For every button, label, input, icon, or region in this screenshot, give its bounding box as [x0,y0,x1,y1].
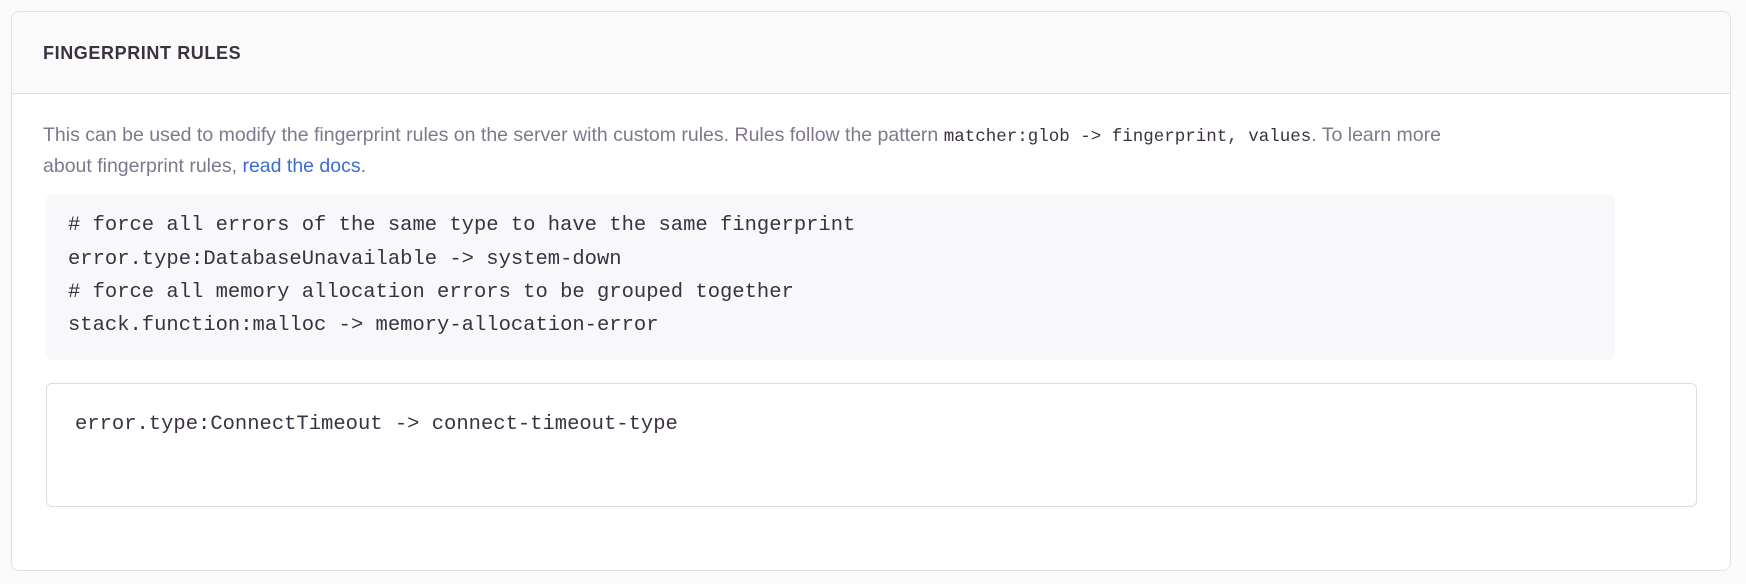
read-the-docs-link[interactable]: read the docs [242,155,361,178]
description-text: This can be used to modify the fingerpri… [43,120,1443,181]
rules-input-wrapper [46,383,1699,508]
inline-code-pattern: matcher:glob -> fingerprint, values [943,127,1312,147]
description-tail: . [360,155,367,178]
fingerprint-rules-textarea[interactable] [46,383,1697,508]
description-lead: This can be used to modify the fingerpri… [43,124,944,146]
example-code-text: # force all errors of the same type to h… [68,214,856,337]
panel-header: FINGERPRINT RULES [12,12,1730,94]
description-middle: . To learn more about fingerprint rules, [43,124,1441,178]
panel-body: This can be used to modify the fingerpri… [12,94,1730,508]
page-title: FINGERPRINT RULES [43,42,242,63]
fingerprint-rules-panel: FINGERPRINT RULES This can be used to mo… [11,11,1731,571]
example-code-block: # force all errors of the same type to h… [46,195,1615,361]
